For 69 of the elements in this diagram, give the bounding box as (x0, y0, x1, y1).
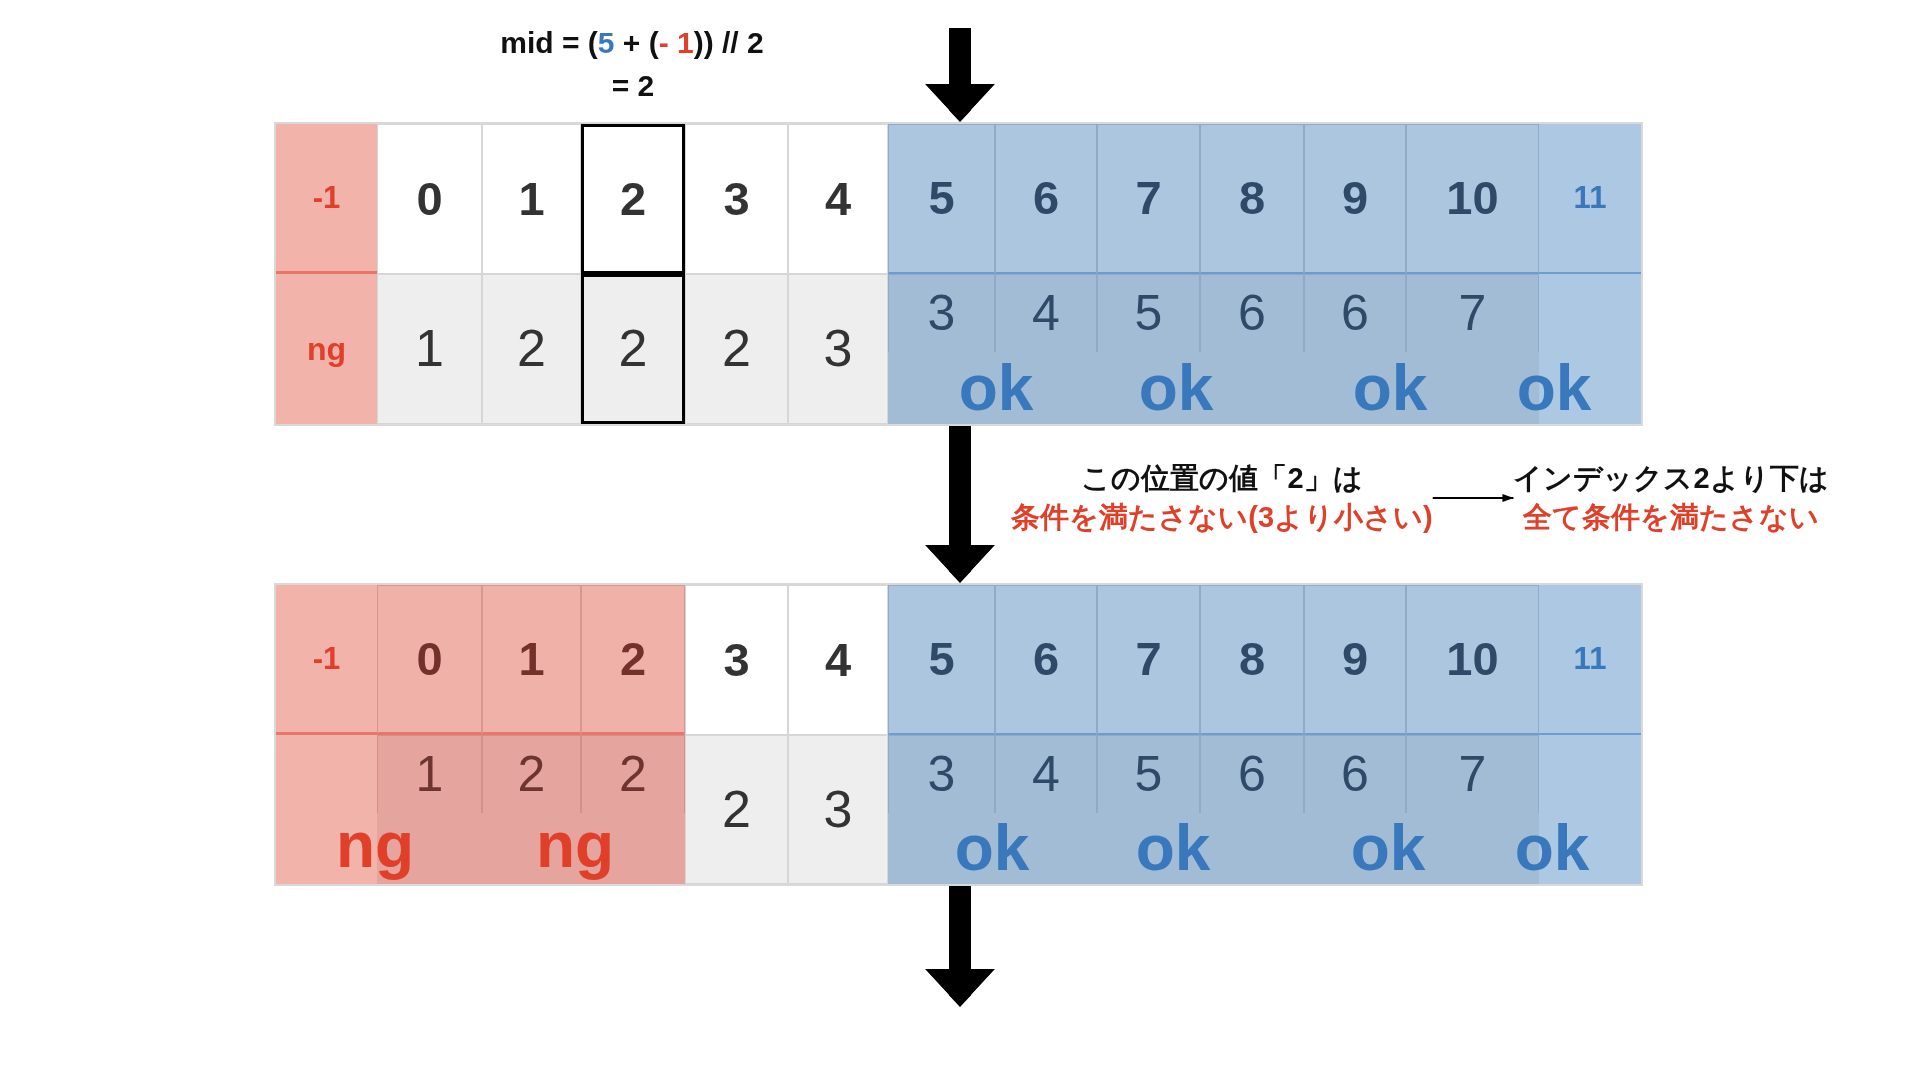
index-cell: -1 (276, 124, 377, 274)
index-cell: 4 (788, 124, 888, 274)
index-cell: 2 (581, 124, 685, 274)
arrow (1431, 494, 1515, 502)
index-cell: 7 (1097, 124, 1200, 274)
value-cell: 6 (1304, 735, 1406, 813)
value-cell: ng (276, 274, 377, 424)
value-cell: 2 (685, 735, 788, 884)
overlay-label: ok (1352, 355, 1428, 420)
index-cell: 1 (482, 124, 581, 274)
note-text: 全て条件を満たさない (1522, 500, 1820, 535)
value-cell: 5 (1097, 735, 1200, 813)
overlay-label: ok (958, 355, 1034, 420)
index-cell: 6 (995, 124, 1097, 274)
block-arrow (925, 28, 995, 122)
highlight-band (888, 124, 1641, 424)
value-cell: 6 (1200, 274, 1304, 352)
value-cell: 7 (1406, 274, 1539, 352)
value-cell: 3 (788, 735, 888, 884)
value-cell: 4 (995, 274, 1097, 352)
overlay-label: ok (954, 815, 1030, 880)
value-cell: 7 (1406, 735, 1539, 813)
formula-text: = 2 (611, 70, 655, 101)
index-cell: 5 (888, 585, 995, 735)
block-arrow (925, 886, 995, 1007)
note-text: インデックス2より下は (1513, 461, 1829, 496)
value-cell: 3 (888, 735, 995, 813)
index-cell: 10 (1406, 124, 1539, 274)
index-cell: 3 (685, 124, 788, 274)
overlay-label: ok (1514, 815, 1590, 880)
note-text: この位置の値「2」は (1080, 461, 1364, 496)
index-cell: 3 (685, 585, 788, 735)
index-cell: 4 (788, 585, 888, 735)
formula-text: mid = (5 + (- 1)) // 2 (500, 27, 764, 58)
block-arrow (925, 426, 995, 583)
value-cell: 2 (581, 735, 685, 813)
value-cell: 4 (995, 735, 1097, 813)
index-cell: 2 (581, 585, 685, 735)
value-cell: 3 (888, 274, 995, 352)
index-cell: 8 (1200, 124, 1304, 274)
value-cell: 2 (581, 274, 685, 424)
overlay-label: ok (1350, 815, 1426, 880)
index-cell: 8 (1200, 585, 1304, 735)
overlay-label: ok (1138, 355, 1214, 420)
array-table (274, 583, 1643, 886)
highlight-band (888, 585, 1641, 884)
index-cell: 0 (377, 124, 482, 274)
value-cell: 2 (482, 735, 581, 813)
index-cell: 1 (482, 585, 581, 735)
index-cell: 10 (1406, 585, 1539, 735)
value-cell: 1 (377, 274, 482, 424)
index-cell: 6 (995, 585, 1097, 735)
value-cell: 2 (482, 274, 581, 424)
index-cell: 7 (1097, 585, 1200, 735)
overlay-label: ok (1135, 815, 1211, 880)
index-cell: 9 (1304, 124, 1406, 274)
overlay-label: ok (1516, 355, 1592, 420)
highlight-band (276, 585, 685, 884)
value-cell: 6 (1304, 274, 1406, 352)
note-text: 条件を満たさない(3より小さい) (1011, 500, 1433, 535)
value-cell: 2 (685, 274, 788, 424)
array-table (274, 122, 1643, 426)
index-cell: 5 (888, 124, 995, 274)
index-cell: 0 (377, 585, 482, 735)
value-cell: 3 (788, 274, 888, 424)
index-cell: 9 (1304, 585, 1406, 735)
value-cell: 5 (1097, 274, 1200, 352)
value-cell: 6 (1200, 735, 1304, 813)
value-cell: 1 (377, 735, 482, 813)
